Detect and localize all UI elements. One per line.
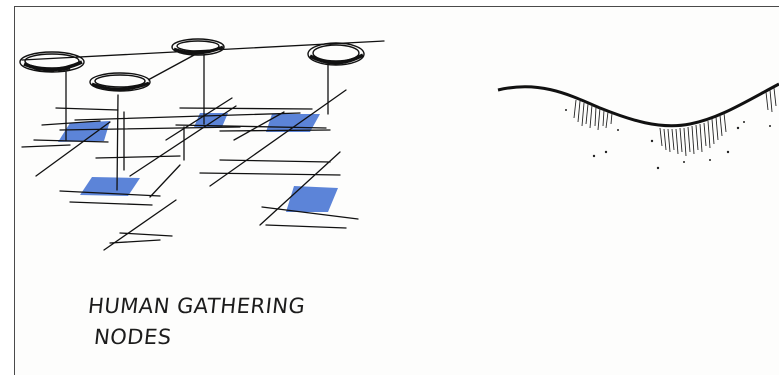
canopies [20,39,364,91]
hatching [574,88,776,156]
blue-node-5 [286,186,338,212]
terrain-section [498,84,779,169]
canopy-3 [308,43,364,65]
caption-line-1: HUMAN GATHERING [87,296,306,317]
canopy-2 [172,39,224,55]
grid-lines [22,41,384,250]
blue-node-3 [266,114,320,132]
canopy-1 [20,52,84,72]
sketch-caption: HUMAN GATHERING NODES [88,296,305,348]
stipple-dots [565,109,771,169]
canopy-4 [90,73,150,91]
ground-line [498,84,779,126]
caption-line-2: NODES [93,327,306,348]
